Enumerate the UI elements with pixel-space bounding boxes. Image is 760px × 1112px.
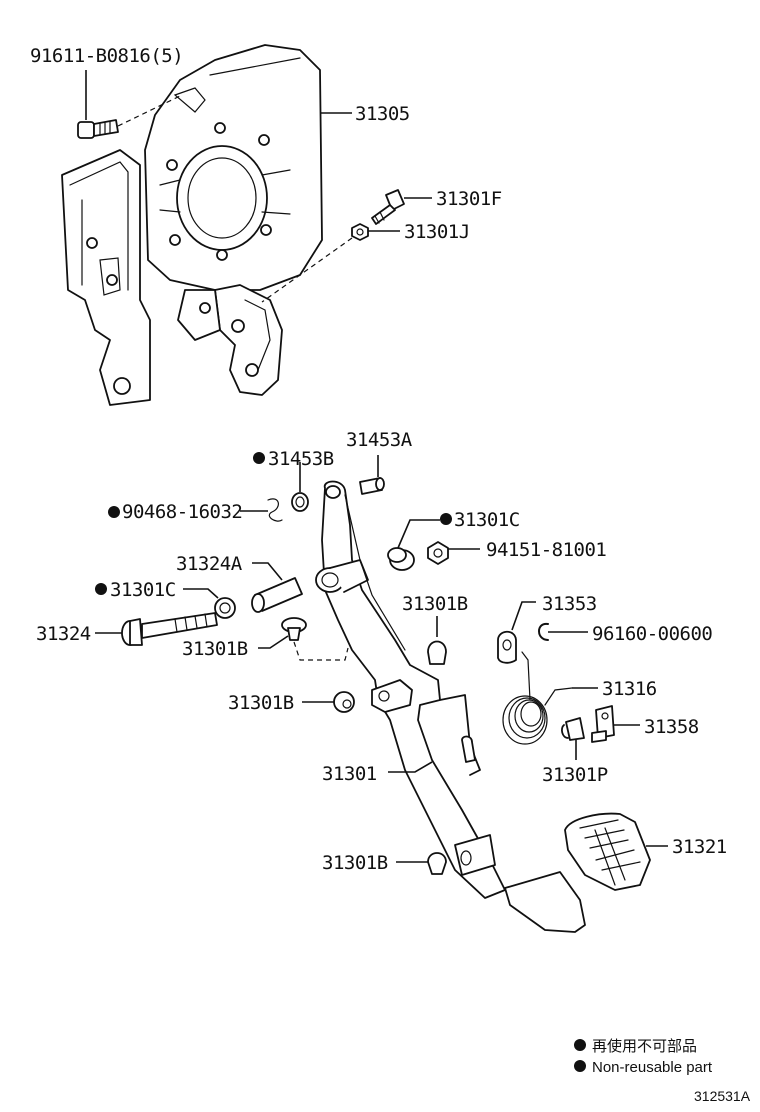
label-clip-90468: 90468-16032 (122, 501, 242, 523)
label-stopper-31301B-lower: 31301B (322, 852, 388, 874)
label-cushion-31301B-mid: 31301B (402, 593, 468, 615)
label-pedal-31301: 31301 (322, 763, 377, 785)
non-reusable-mark (253, 452, 265, 464)
label-bolt-31301F: 31301F (436, 188, 502, 210)
figure-code: 312531A (694, 1088, 751, 1104)
legend-text-ja: 再使用不可部品 (592, 1038, 697, 1055)
label-collar-31301C-upper: 31301C (454, 509, 520, 531)
label-bracket-31305: 31305 (355, 103, 410, 125)
pin-31453A-icon (359, 477, 385, 495)
stopper-31301B-lower-icon (427, 852, 447, 875)
non-reusable-mark (108, 506, 120, 518)
clip-31353-icon (497, 630, 517, 664)
legend-dot-ja (574, 1039, 586, 1051)
clip-90468-icon (267, 498, 283, 522)
label-cushion-31301P: 31301P (542, 764, 608, 786)
label-stopper-31301B-upper: 31301B (182, 638, 248, 660)
label-clip-31353: 31353 (542, 593, 597, 615)
collar-31301C-upper-icon (387, 547, 415, 571)
label-collar-31301C-left: 31301C (110, 579, 176, 601)
label-bolt-31324: 31324 (36, 623, 91, 645)
collar-31301C-left-icon (214, 597, 236, 619)
cushion-31301B-mid-icon (427, 640, 447, 665)
label-stopper-31301B-left: 31301B (228, 692, 294, 714)
nut-31301J-icon (351, 223, 369, 241)
legend: 再使用不可部品 Non-reusable part (574, 1038, 713, 1076)
legend-dot-en (574, 1060, 586, 1072)
bracket-assembly-31305 (61, 44, 323, 406)
stopper-31301B-left-icon (333, 691, 355, 713)
label-pad-31321: 31321 (672, 836, 727, 858)
cushion-31301P-icon (561, 717, 585, 741)
non-reusable-mark (440, 513, 452, 525)
bolt-31324-icon (121, 612, 218, 646)
bolt-91611-icon (77, 119, 119, 139)
bushing-31453B-icon (291, 492, 309, 512)
label-collar-31324A: 31324A (176, 553, 243, 575)
label-spring-31316: 31316 (602, 678, 657, 700)
label-nut-31301J: 31301J (404, 221, 470, 243)
snap-ring-96160-icon (538, 622, 549, 641)
collar-31324A-icon (251, 577, 303, 613)
label-bracket-31358: 31358 (644, 716, 699, 738)
label-bushing-31453B: 31453B (268, 448, 334, 470)
label-pin-31453A: 31453A (346, 429, 413, 451)
stopper-31301B-upper-icon (281, 617, 307, 641)
bracket-31358-icon (591, 705, 615, 743)
nut-94151-icon (427, 541, 449, 565)
pedal-pad-31321-icon (564, 812, 651, 891)
legend-text-en: Non-reusable part (592, 1059, 713, 1076)
label-bolt-91611: 91611-B0816(5) (30, 45, 183, 67)
label-snap-96160: 96160-00600 (592, 623, 712, 645)
label-nut-94151: 94151-81001 (486, 539, 606, 561)
bolt-31301F-icon (371, 189, 405, 225)
pedal-arm-31301 (315, 480, 586, 933)
non-reusable-mark (95, 583, 107, 595)
spring-31316-icon (502, 651, 573, 745)
